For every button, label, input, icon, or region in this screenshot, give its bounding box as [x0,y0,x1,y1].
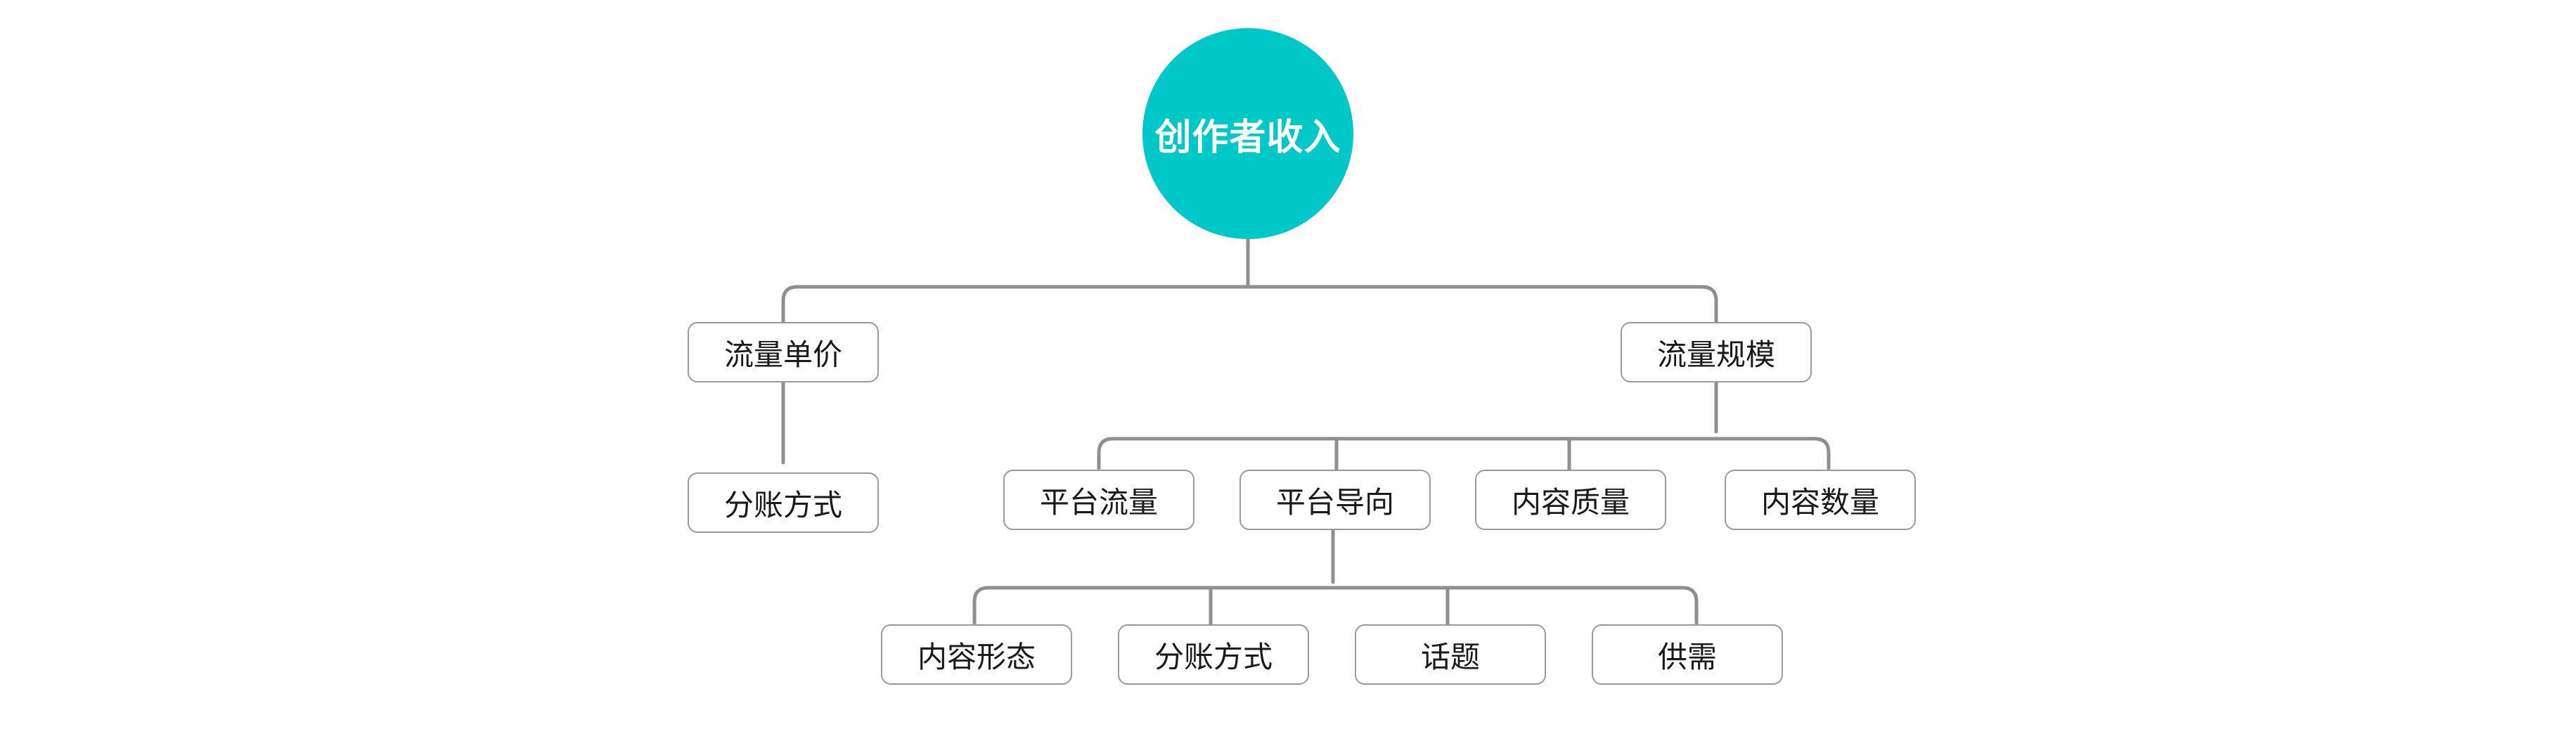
node-traffic-unit-price: 流量单价 [688,322,879,382]
node-content-quantity: 内容数量 [1725,470,1916,530]
node-platform-direction: 平台导向 [1239,470,1431,530]
node-platform-traffic: 平台流量 [1003,470,1194,530]
node-label: 流量单价 [723,337,842,372]
node-label: 分账方式 [723,487,842,522]
node-split-method-2: 分账方式 [1118,624,1309,685]
root-node: 创作者收入 [1142,28,1353,239]
node-label: 话题 [1420,639,1480,674]
node-content-quality: 内容质量 [1475,470,1666,530]
node-label: 平台导向 [1275,484,1394,520]
level1-bracket [781,285,1718,324]
node-label: 供需 [1657,639,1717,674]
level2-bracket [1097,437,1831,470]
root-label: 创作者收入 [1154,116,1341,159]
node-traffic-scale: 流量规模 [1621,322,1812,382]
node-topic: 话题 [1355,624,1546,685]
node-label: 内容数量 [1760,484,1879,520]
node-split-method: 分账方式 [688,472,879,533]
node-content-form: 内容形态 [881,624,1072,685]
node-label: 内容质量 [1511,484,1630,520]
node-label: 分账方式 [1154,639,1273,674]
node-supply-demand: 供需 [1592,624,1783,685]
level3-bracket [972,586,1699,625]
node-label: 流量规模 [1656,337,1775,372]
node-label: 平台流量 [1039,484,1158,520]
node-label: 内容形态 [917,639,1036,674]
